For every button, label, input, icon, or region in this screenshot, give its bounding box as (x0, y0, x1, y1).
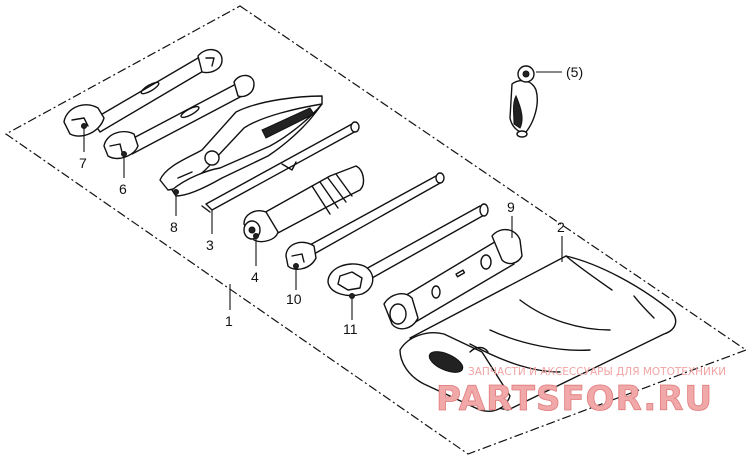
leader-dot-11 (349, 293, 355, 299)
pliers-8-icon (159, 95, 323, 197)
callout-1: 1 (225, 313, 233, 329)
screwdriver-handle-4-icon (243, 165, 365, 243)
watermark-tagline: ЗАПЧАСТИ И АКСЕССУАРЫ ДЛЯ МОТОТЕХНИКИ (468, 366, 726, 378)
box-wrench-11-icon (327, 203, 489, 297)
callout-9: 9 (507, 199, 515, 215)
wrench-bar-10-icon (285, 172, 445, 270)
leader-dot-10 (293, 263, 299, 269)
callout-11: 11 (343, 321, 358, 337)
callout-8: 8 (170, 219, 178, 235)
callout-2: 2 (557, 219, 565, 235)
watermark-logo: PARTSFOR.RU (436, 379, 713, 419)
box-spanner-9-icon (383, 229, 523, 330)
callout-10: 10 (286, 291, 302, 307)
handle-part-5-icon (509, 65, 538, 138)
callout-5: (5) (566, 64, 583, 80)
leader-dot-4 (253, 233, 259, 239)
callout-6: 6 (119, 181, 127, 197)
leader-dot-6 (121, 151, 127, 157)
kit-boundary-outline (4, 5, 748, 455)
leader-dot-8 (173, 189, 179, 195)
screwdriver-shaft-3-icon (201, 121, 360, 213)
tool-bag-2-icon (399, 255, 677, 412)
callout-3: 3 (206, 237, 214, 253)
wrench-6-icon (103, 74, 255, 160)
wrench-7-icon (63, 49, 223, 137)
leader-dot-7 (81, 123, 87, 129)
callout-4: 4 (251, 269, 259, 285)
callout-7: 7 (79, 155, 87, 171)
